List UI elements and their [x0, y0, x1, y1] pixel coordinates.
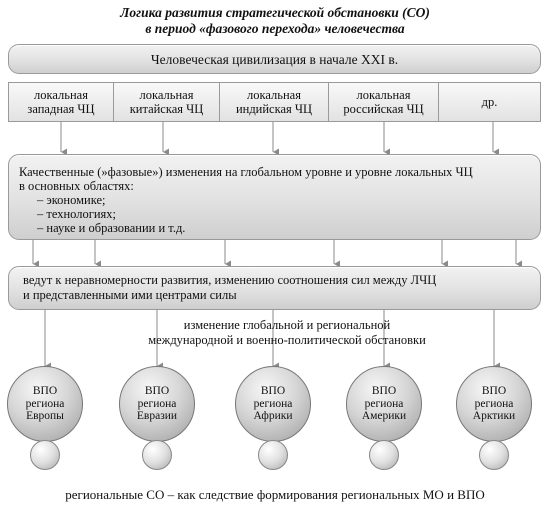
diagram-title-line1: Логика развития стратегической обстановк…: [120, 5, 430, 20]
situation-caption-line2: международной и военно-политической обст…: [148, 333, 426, 347]
civ-chinese-line2: китайская ЧЦ: [129, 102, 204, 116]
civ-other-line1: др.: [481, 95, 498, 109]
region-arctic-l3: Арктики: [472, 410, 516, 423]
civ-russian-line2: российская ЧЦ: [343, 102, 424, 116]
phase-changes-item-economy: – экономике;: [37, 193, 106, 207]
civilization-bar: Человеческая цивилизация в начале XXI в.: [8, 44, 541, 74]
region-europe-l2: региона: [25, 397, 65, 410]
civilization-bar-label: Человеческая цивилизация в начале XXI в.: [150, 52, 399, 67]
region-circle-europe: ВПО региона Европы: [7, 366, 83, 442]
region-america-l3: Америки: [361, 410, 407, 423]
phase-changes-bar: Качественные (»фазовые») изменения на гл…: [8, 154, 541, 240]
civ-chinese-line1: локальная: [139, 88, 194, 102]
region-eurasia-l3: Евразии: [136, 410, 178, 423]
region-circle-eurasia: ВПО региона Евразии: [119, 366, 195, 442]
region-arctic-l1: ВПО: [481, 385, 507, 398]
region-arctic-l2: региона: [474, 397, 514, 410]
footer-caption: региональные СО – как следствие формиров…: [65, 487, 485, 502]
civ-indian-line2: индийская ЧЦ: [235, 102, 313, 116]
civ-indian-line1: локальная: [247, 88, 301, 102]
region-eurasia-l2: региона: [137, 397, 177, 410]
region-outcome-africa: [258, 440, 288, 470]
region-europe-l1: ВПО: [32, 385, 58, 398]
region-outcome-europe: [30, 440, 60, 470]
region-africa-l2: региона: [253, 397, 293, 410]
region-outcome-arctic: [479, 440, 509, 470]
diagram-title-line2: в период «фазового перехода» человечеств…: [145, 21, 405, 36]
uneven-development-line1: ведут к неравномерности развития, измене…: [23, 273, 437, 287]
uneven-development-line2: и представленными ими центрами силы: [23, 288, 237, 302]
region-circle-africa: ВПО региона Африки: [235, 366, 311, 442]
civ-russian-line1: локальная: [356, 88, 411, 102]
situation-caption-line1: изменение глобальной и региональной: [183, 318, 391, 332]
uneven-development-bar: ведут к неравномерности развития, измене…: [8, 266, 541, 310]
civ-western-line1: локальная: [34, 88, 88, 102]
phase-changes-item-science: – науке и образовании и т.д.: [37, 221, 186, 235]
region-america-l1: ВПО: [371, 385, 397, 398]
region-europe-l3: Европы: [26, 410, 64, 423]
phase-changes-line1: Качественные (»фазовые») изменения на гл…: [19, 165, 473, 179]
region-africa-l3: Африки: [253, 410, 293, 423]
region-outcome-eurasia: [142, 440, 172, 470]
phase-changes-line2: в основных областях:: [19, 179, 134, 193]
region-circle-arctic: ВПО региона Арктики: [456, 366, 532, 442]
region-america-l2: региона: [364, 397, 404, 410]
region-africa-l1: ВПО: [260, 385, 286, 398]
region-eurasia-l1: ВПО: [144, 385, 170, 398]
phase-changes-item-technology: – технологиях;: [37, 207, 117, 221]
region-circle-america: ВПО региона Америки: [346, 366, 422, 442]
civ-western-line2: западная ЧЦ: [27, 102, 95, 116]
civilization-box-other: др.: [438, 82, 541, 122]
region-outcome-america: [369, 440, 399, 470]
